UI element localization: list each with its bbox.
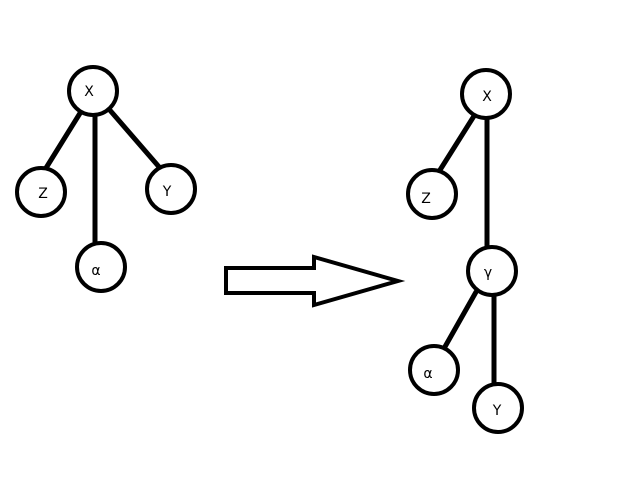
left-edge-x-y [105,105,163,171]
left-node-y: Y [145,163,197,215]
right-node-y-label: Y [492,403,502,419]
right-node-alpha-label: α [423,366,432,382]
right-node-y: Y [472,382,524,434]
right-tree: X Z γ α Y [406,68,524,434]
right-edge-gamma-alpha [439,289,479,355]
left-node-x: X [67,65,119,117]
right-node-z: Z [406,168,458,220]
left-node-alpha-label: α [91,263,100,279]
left-tree: X Z Y α [15,65,197,293]
right-node-gamma-label: γ [484,265,492,281]
transform-arrow [224,254,406,308]
right-node-gamma: γ [466,245,518,297]
left-node-z-label: Z [38,186,48,202]
left-node-alpha: α [75,241,127,293]
left-node-y-label: Y [162,184,172,200]
right-node-x-label: X [482,89,492,105]
right-node-z-label: Z [421,191,431,207]
left-node-x-label: X [84,84,94,100]
right-node-x: X [460,68,512,120]
left-node-z: Z [15,166,67,218]
right-edge-x-z [437,113,477,173]
right-node-alpha: α [408,344,460,396]
left-edge-x-z [43,107,85,171]
